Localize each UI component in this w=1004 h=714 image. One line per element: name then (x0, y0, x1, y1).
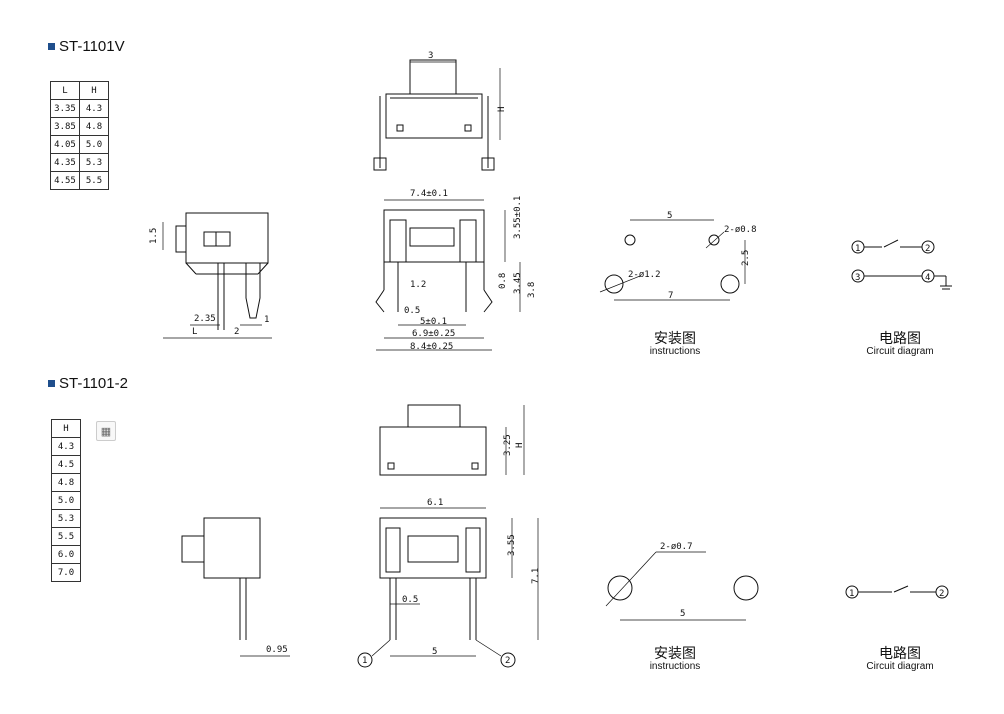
pin-label: 1 (362, 656, 367, 666)
dim-text: 2 (234, 327, 239, 337)
dim-text: H (497, 107, 507, 112)
dim-text: 1.5 (149, 228, 159, 244)
dim-text: 7.4±0.1 (410, 189, 448, 199)
dim-text: 7 (668, 291, 673, 301)
install-diagram-1 (599, 219, 746, 301)
side-view-2 (181, 517, 290, 657)
dim-text: 5 (667, 211, 672, 221)
dim-text: 0.8 (498, 273, 508, 289)
table-header-row: L H (50, 81, 109, 100)
circuit-caption-1: 电路图 Circuit diagram (866, 330, 934, 358)
dim-text: 2.5 (741, 250, 751, 266)
circuit-caption-2: 电路图 Circuit diagram (866, 645, 934, 673)
pin-label: 4 (925, 273, 930, 283)
dim-text: 2-ø1.2 (628, 270, 661, 280)
pin-label: 1 (849, 589, 854, 599)
install-caption-2: 安装图 instructions (649, 645, 701, 673)
dim-text: 0.95 (266, 645, 288, 655)
dim-text: 8.4±0.25 (410, 342, 453, 352)
section2-title: ST-1101-2 (48, 375, 128, 392)
dim-text: H (515, 443, 525, 448)
dim-text: 3.8 (527, 282, 537, 298)
pin-label: 3 (855, 273, 860, 283)
dim-text: 5 (432, 647, 437, 657)
dim-text: 1.2 (410, 280, 426, 290)
pin-label: 2 (939, 589, 944, 599)
install-diagram-2 (605, 551, 759, 621)
dim-text: 6.9±0.25 (412, 329, 455, 339)
side-view-1 (162, 212, 272, 339)
calculator-icon[interactable]: ▦ (96, 421, 116, 441)
install-caption-1: 安装图 instructions (649, 330, 701, 358)
section1-title: ST-1101V (48, 38, 125, 55)
pin-label: 2 (505, 656, 510, 666)
circuit-diagram-2 (845, 585, 949, 599)
table-row: 7.0 (51, 563, 81, 582)
bullet-icon (48, 380, 55, 387)
circuit-diagram-1 (851, 239, 952, 290)
dimension-table-2: H 4.3 4.5 4.8 5.0 5.3 5.5 6.0 7.0 (51, 419, 81, 582)
table-row: 5.3 (51, 509, 81, 528)
dim-text: 6.1 (427, 498, 443, 508)
pin-label: 2 (925, 244, 930, 254)
dim-text: 2.35 (194, 314, 216, 324)
dim-text: L (192, 327, 197, 337)
top-view-2 (379, 404, 525, 476)
dim-text: 5 (680, 609, 685, 619)
dim-text: 3 (428, 51, 433, 61)
front-view-1 (375, 199, 521, 351)
dim-text: 1 (264, 315, 269, 325)
dim-text: 3.55±0.1 (513, 196, 523, 239)
pin-label: 1 (855, 244, 860, 254)
dim-text: 2-ø0.8 (724, 225, 757, 235)
dim-text: 0.5 (404, 306, 420, 316)
dim-text: 5±0.1 (420, 317, 447, 327)
front-view-2 (357, 507, 539, 668)
dim-text: 2-ø0.7 (660, 542, 693, 552)
dim-text: 3.45 (513, 272, 523, 294)
dim-text: 3.55 (507, 534, 517, 556)
dim-text: 0.5 (402, 595, 418, 605)
dim-text: 7.1 (531, 568, 541, 584)
top-view-1 (373, 59, 501, 171)
dim-text: 3.25 (503, 434, 513, 456)
bullet-icon (48, 43, 55, 50)
